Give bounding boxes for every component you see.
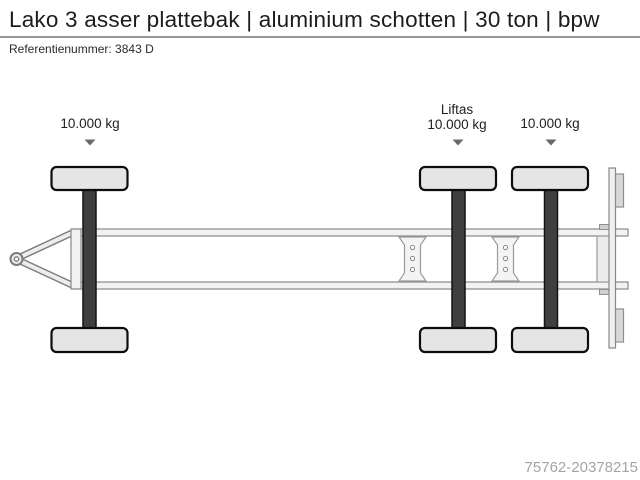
cross-member-1 bbox=[397, 236, 428, 282]
rear-bumper-bar bbox=[608, 167, 617, 349]
axle-3-load-value: 10.000 kg bbox=[520, 116, 580, 131]
load-arrow-icon bbox=[452, 139, 464, 146]
axle-2-load-value: 10.000 kg bbox=[427, 116, 487, 132]
cross-member-hole bbox=[502, 244, 509, 251]
cross-member-hole bbox=[409, 255, 416, 262]
front-cross-plate bbox=[70, 228, 82, 290]
axle-1-tire-bottom bbox=[50, 326, 129, 354]
axle-2-bar bbox=[451, 181, 466, 337]
axle-1-bar bbox=[82, 181, 97, 337]
axle-2 bbox=[418, 139, 498, 354]
drawbar-arm-top-fill bbox=[19, 230, 75, 259]
page-title: Lako 3 asser plattebak | aluminium schot… bbox=[9, 7, 600, 32]
axle-2-tire-top bbox=[418, 165, 498, 192]
drawbar-arm-bottom-fill bbox=[19, 259, 75, 288]
load-arrow-icon bbox=[84, 139, 96, 146]
cross-member-hole bbox=[409, 244, 416, 251]
axle-1-load-value: 10.000 kg bbox=[60, 116, 120, 131]
cross-member-hole bbox=[502, 255, 509, 262]
title-divider bbox=[0, 36, 640, 38]
axle-1-tire-top bbox=[50, 165, 129, 192]
cross-member-hole bbox=[409, 266, 416, 273]
drawbar-eye-hole bbox=[13, 256, 20, 262]
cross-member-2 bbox=[490, 236, 521, 282]
axle-1-load-label: 10.000 kg bbox=[60, 116, 120, 132]
rear-tab-bottom bbox=[599, 289, 610, 295]
axle-2-load-label: Liftas 10.000 kg bbox=[427, 102, 487, 132]
axle-2-lift-tag: Liftas bbox=[440, 102, 474, 117]
reference-number: Referentienummer: 3843 D bbox=[9, 42, 154, 56]
rear-marker-plate-bottom bbox=[614, 308, 625, 343]
chassis bbox=[70, 167, 629, 349]
listing-id-watermark: 75762-20378215 bbox=[524, 459, 638, 476]
axle-3 bbox=[510, 139, 590, 354]
axle-3-bar bbox=[543, 181, 559, 337]
cross-member-hole bbox=[502, 266, 509, 273]
axle-1 bbox=[50, 139, 129, 354]
load-arrow-icon bbox=[545, 139, 557, 146]
axle-3-tire-top bbox=[510, 165, 590, 192]
drawbar bbox=[9, 228, 76, 290]
axle-3-load-label: 10.000 kg bbox=[520, 116, 580, 132]
axle-3-tire-bottom bbox=[510, 326, 590, 354]
axle-2-tire-bottom bbox=[418, 326, 498, 354]
rear-marker-plate-top bbox=[614, 173, 625, 208]
rear-center-box bbox=[596, 235, 611, 283]
rear-tab-top bbox=[599, 224, 610, 230]
rear-end-assembly bbox=[596, 167, 625, 349]
